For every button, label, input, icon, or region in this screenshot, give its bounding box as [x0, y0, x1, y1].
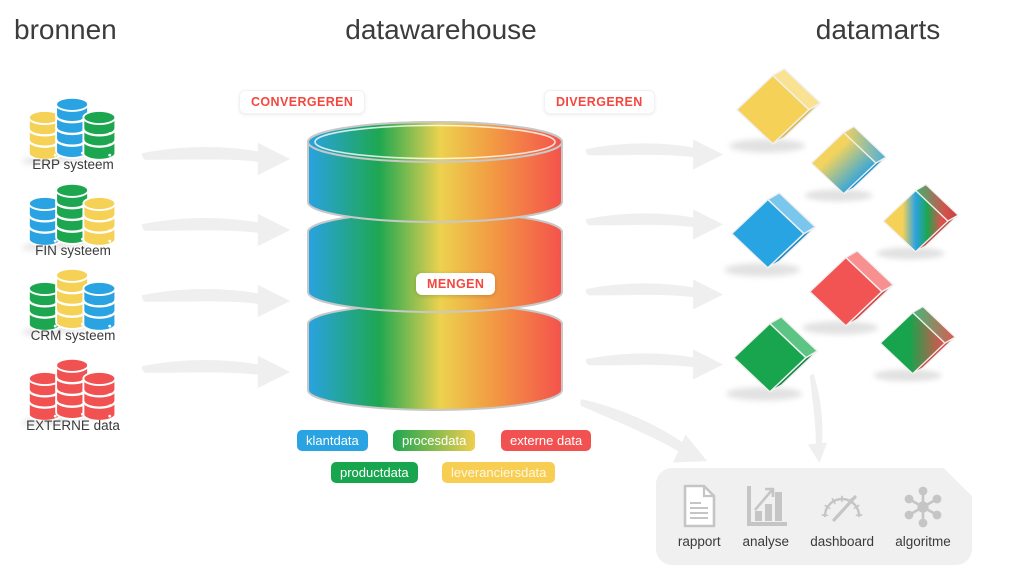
title-bronnen: bronnen — [14, 14, 117, 45]
source-icon-erp — [21, 96, 117, 165]
output-label: rapport — [677, 534, 721, 549]
warehouse-cylinder — [307, 121, 563, 411]
arrow-to-outputs-diagonal — [572, 390, 714, 476]
tag-leveranciersdata: leveranciersdata — [442, 462, 556, 483]
source-label-fin: FIN systeem — [35, 243, 111, 258]
network-icon — [904, 486, 942, 528]
datamart-cube-red — [802, 250, 895, 335]
datamart-cube-yellow-blue — [804, 125, 887, 202]
source-icon-externe — [21, 357, 117, 426]
tag-productdata: productdata — [331, 462, 418, 483]
output-rapport: rapport — [677, 483, 721, 549]
gauge-icon — [821, 495, 863, 522]
output-label: algoritme — [895, 534, 951, 549]
arrow-to-outputs-vertical — [800, 373, 830, 464]
output-label: dashboard — [810, 534, 875, 549]
source-label-erp: ERP systeem — [32, 157, 114, 172]
title-datawarehouse: datawarehouse — [345, 14, 537, 45]
source-icon-fin — [21, 182, 117, 251]
datamart-cube-green-red — [873, 305, 956, 382]
datamart-cube-yellow — [729, 68, 822, 153]
label-convergeren: CONVERGEREN — [239, 90, 366, 114]
output-label: analyse — [742, 534, 789, 549]
flow-arrows-out — [572, 139, 830, 476]
datamart-cube-green — [726, 316, 819, 401]
outputs-row: rapport analyse dashboard — [656, 468, 972, 565]
tag-externe-data: externe data — [501, 430, 592, 451]
title-datamarts: datamarts — [815, 14, 941, 45]
datamart-cube-blue — [724, 192, 817, 277]
flow-arrows-in — [141, 142, 291, 389]
tag-klantdata: klantdata — [297, 430, 368, 451]
output-analyse: analyse — [742, 483, 789, 549]
source-label-crm: CRM systeem — [30, 328, 116, 343]
output-dashboard: dashboard — [810, 483, 874, 549]
output-algoritme: algoritme — [895, 483, 951, 549]
datamart-cube-rainbow — [876, 183, 959, 260]
label-mengen: MENGEN — [416, 273, 496, 295]
source-icon-crm — [21, 267, 117, 336]
label-divergeren: DIVERGEREN — [544, 90, 655, 114]
source-label-externe: EXTERNE data — [26, 418, 120, 433]
tag-procesdata: procesdata — [393, 430, 476, 451]
document-icon — [683, 484, 716, 528]
bar-chart-icon — [746, 486, 787, 526]
